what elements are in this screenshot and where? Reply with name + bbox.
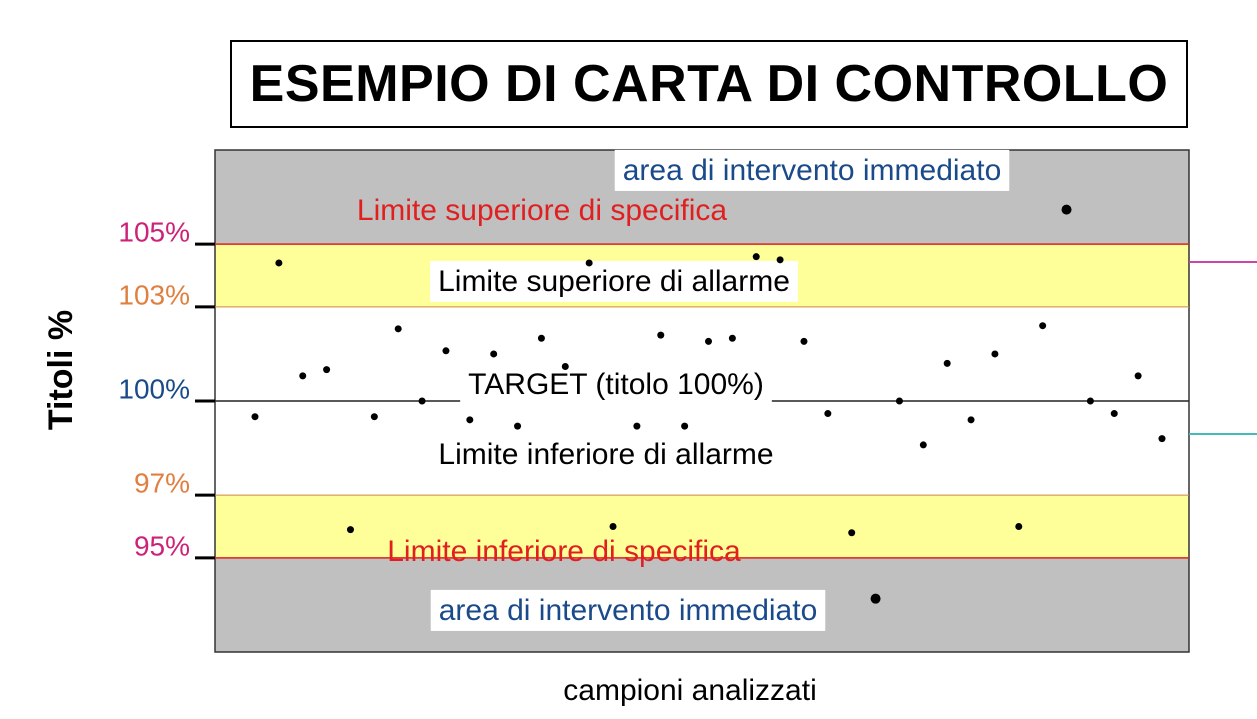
data-point-18 xyxy=(657,331,665,339)
data-point-26 xyxy=(848,529,856,537)
data-point-32 xyxy=(991,350,999,358)
data-point-37 xyxy=(1110,410,1118,418)
data-point-2 xyxy=(275,259,283,267)
data-point-21 xyxy=(728,334,736,342)
data-point-1 xyxy=(251,413,259,421)
y-tick-label-105: 105% xyxy=(118,217,190,248)
lower-action-label-bg xyxy=(430,589,826,631)
data-point-29 xyxy=(919,441,927,449)
y-axis-label: Titoli % xyxy=(42,310,80,430)
x-axis-label: campioni analizzati xyxy=(563,674,816,707)
data-point-5 xyxy=(346,526,354,534)
zone-band-3 xyxy=(215,495,1189,558)
lower-spec-label-group: Limite inferiore di specifica xyxy=(387,535,741,568)
data-point-4 xyxy=(323,366,331,374)
data-point-6 xyxy=(370,413,378,421)
data-point-17 xyxy=(633,422,641,430)
data-point-35 xyxy=(1061,204,1072,215)
data-point-33 xyxy=(1015,523,1023,530)
data-point-8 xyxy=(418,397,426,405)
points-layer xyxy=(251,204,1166,604)
data-point-24 xyxy=(800,337,808,345)
data-point-25 xyxy=(824,410,832,418)
data-point-19 xyxy=(681,422,689,430)
data-point-22 xyxy=(752,253,760,261)
data-point-34 xyxy=(1039,322,1047,330)
lower-action-label-group: area di intervento immediato xyxy=(430,589,826,631)
data-point-11 xyxy=(490,350,498,358)
lower-action-label: area di intervento immediato xyxy=(439,594,818,627)
upper-warning-label-group: Limite superiore di allarme xyxy=(430,260,798,302)
lower-warning-label-bg xyxy=(430,433,782,475)
data-point-38 xyxy=(1134,372,1142,380)
data-point-15 xyxy=(585,259,593,267)
upper-action-label-group: area di intervento immediato xyxy=(614,149,1010,191)
y-tick-label-95: 95% xyxy=(134,530,190,561)
data-point-9 xyxy=(442,347,450,355)
lower-warning-label-group: Limite inferiore di allarme xyxy=(430,433,782,475)
data-point-12 xyxy=(514,422,522,430)
target-label-bg xyxy=(460,363,772,405)
data-point-16 xyxy=(609,523,617,530)
data-point-14 xyxy=(561,362,569,370)
target-label-group: TARGET (titolo 100%) xyxy=(460,363,772,405)
upper-action-label: area di intervento immediato xyxy=(623,154,1002,187)
upper-action-label-bg xyxy=(614,149,1010,191)
upper-spec-label: Limite superiore di specifica xyxy=(357,194,727,227)
data-point-23 xyxy=(776,256,784,264)
upper-warning-label: Limite superiore di allarme xyxy=(438,265,790,298)
chart-title: ESEMPIO DI CARTA DI CONTROLLO xyxy=(249,55,1169,113)
y-tick-label-103: 103% xyxy=(118,279,190,310)
upper-warning-label-bg xyxy=(430,260,798,302)
data-point-30 xyxy=(943,359,951,367)
upper-spec-label-group: Limite superiore di specifica xyxy=(357,194,727,227)
data-point-20 xyxy=(705,337,712,345)
data-point-7 xyxy=(394,325,402,333)
data-point-10 xyxy=(466,416,474,424)
data-point-28 xyxy=(895,397,903,405)
axis-layer: 105% 103% 100% 97% 95% Titoli % campioni anali… xyxy=(42,217,817,707)
y-tick-label-97: 97% xyxy=(134,468,190,499)
lines-layer xyxy=(215,243,1257,559)
lower-spec-label: Limite inferiore di specifica xyxy=(387,535,741,568)
data-point-36 xyxy=(1086,397,1094,405)
data-point-27 xyxy=(870,593,881,604)
target-label: TARGET (titolo 100%) xyxy=(468,368,764,401)
y-tick-label-100: 100% xyxy=(118,373,190,404)
chart-title-box: ESEMPIO DI CARTA DI CONTROLLO xyxy=(230,40,1188,128)
data-point-3 xyxy=(299,372,307,380)
data-point-31 xyxy=(967,416,975,424)
data-point-39 xyxy=(1158,435,1166,443)
data-point-13 xyxy=(537,334,545,342)
lower-warning-label: Limite inferiore di allarme xyxy=(438,438,773,471)
